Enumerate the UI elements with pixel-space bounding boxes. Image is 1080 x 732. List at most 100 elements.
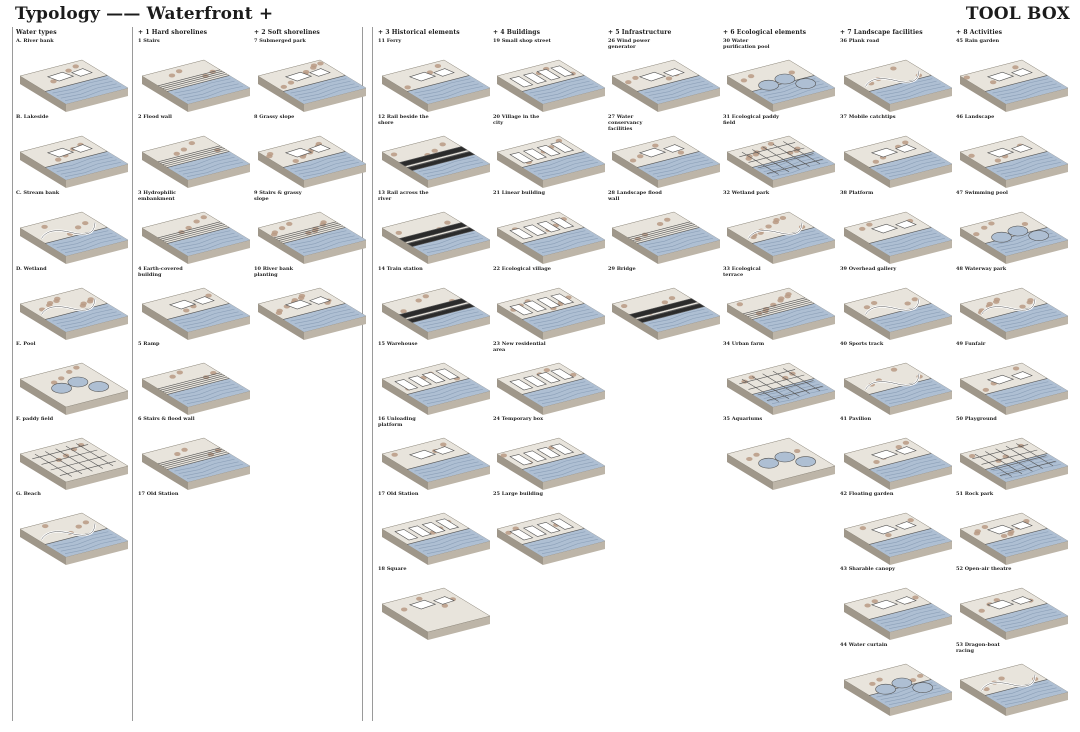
typology-label: 5 Ramp	[138, 341, 160, 347]
divider	[372, 27, 373, 721]
typology-card: 50 Playground	[956, 416, 1074, 496]
stream-bank-icon	[19, 211, 129, 264]
typology-card: 13 Rail across the river	[378, 190, 496, 270]
page-title: Typology —— Waterfront +	[15, 4, 274, 24]
bridge-icon	[611, 287, 721, 340]
typology-label: 7 Submerged park	[254, 38, 306, 44]
tile-graphic	[726, 287, 836, 340]
tile-graphic	[496, 362, 606, 415]
floating-garden-icon	[843, 512, 953, 565]
eco-paddy-icon	[726, 135, 836, 188]
bank-planting-icon	[257, 287, 367, 340]
typology-label: 41 Pavilion	[840, 416, 872, 422]
swimming-pool-icon	[959, 211, 1069, 264]
typology-label: 27 Water conservancy facilities	[608, 114, 643, 132]
typology-card: D. Wetland	[16, 266, 134, 346]
typology-card: 11 Ferry	[378, 38, 496, 118]
stairs-icon	[141, 59, 251, 112]
typology-label: 25 Large building	[493, 491, 543, 497]
typology-label: 30 Water purification pool	[723, 38, 770, 50]
overhead-gallery-icon	[843, 287, 953, 340]
typology-card: 29 Bridge	[608, 266, 726, 346]
ferry-icon	[381, 59, 491, 112]
typology-label: 26 Wind power generator	[608, 38, 650, 50]
tile-graphic	[611, 211, 721, 264]
waterway-park-icon	[959, 287, 1069, 340]
typology-card: E. Pool	[16, 341, 134, 421]
typology-card: B. Lakeside	[16, 114, 134, 194]
tile-graphic	[381, 59, 491, 112]
tile-graphic	[959, 59, 1069, 112]
typology-label: 16 Unloading platform	[378, 416, 416, 428]
large-building-icon	[496, 512, 606, 565]
divider	[12, 27, 13, 721]
typology-card: 31 Ecological paddy field	[723, 114, 841, 194]
old-station-icon	[381, 512, 491, 565]
typology-label: 11 Ferry	[378, 38, 402, 44]
typology-label: 6 Stairs & flood wall	[138, 416, 195, 422]
platform-icon	[381, 437, 491, 490]
typology-label: 47 Swimming pool	[956, 190, 1008, 196]
tile-graphic	[257, 287, 367, 340]
tile-graphic	[257, 59, 367, 112]
stairs-wall-icon	[141, 437, 251, 490]
tile-graphic	[959, 362, 1069, 415]
typology-card: 42 Floating garden	[840, 491, 958, 571]
typology-label: F. paddy field	[16, 416, 54, 422]
typology-label: 34 Urban farm	[723, 341, 765, 347]
village-icon	[496, 135, 606, 188]
tile-graphic	[843, 437, 953, 490]
typology-label: D. Wetland	[16, 266, 47, 272]
typology-card: 46 Landscape	[956, 114, 1074, 194]
typology-card: 43 Sharable canopy	[840, 566, 958, 646]
typology-label: 2 Flood wall	[138, 114, 172, 120]
tile-graphic	[141, 135, 251, 188]
typology-label: 32 Wetland park	[723, 190, 770, 196]
typology-label: 24 Temporary box	[493, 416, 544, 422]
tile-graphic	[611, 59, 721, 112]
tile-graphic	[496, 287, 606, 340]
grassy-slope-icon	[257, 135, 367, 188]
typology-card: 10 River bank planting	[254, 266, 372, 346]
typology-label: G. Beach	[16, 491, 41, 497]
tile-graphic	[381, 437, 491, 490]
typology-label: 10 River bank planting	[254, 266, 294, 278]
typology-card: A. River bank	[16, 38, 134, 118]
column-heading: + 5 Infrastructure	[608, 29, 672, 36]
typology-card: 30 Water purification pool	[723, 38, 841, 118]
tile-graphic	[959, 587, 1069, 640]
typology-label: 21 Linear building	[493, 190, 546, 196]
typology-label: 44 Water curtain	[840, 642, 888, 648]
typology-card: 2 Flood wall	[138, 114, 256, 194]
typology-card: 26 Wind power generator	[608, 38, 726, 118]
divider	[132, 27, 133, 721]
typology-label: 3 Hydrophilic embankment	[138, 190, 177, 202]
typology-card: 52 Open-air theatre	[956, 566, 1074, 646]
tile-graphic	[19, 287, 129, 340]
sports-track-icon	[843, 362, 953, 415]
typology-card: 19 Small shop street	[493, 38, 611, 118]
tile-graphic	[843, 663, 953, 716]
typology-label: 1 Stairs	[138, 38, 160, 44]
typology-card: 49 Funfair	[956, 341, 1074, 421]
column-heading: + 1 Hard shorelines	[138, 29, 208, 36]
warehouse-icon	[381, 362, 491, 415]
typology-label: 40 Sports track	[840, 341, 884, 347]
typology-card: 1 Stairs	[138, 38, 256, 118]
column-heading: + 6 Ecological elements	[723, 29, 807, 36]
tile-graphic	[257, 135, 367, 188]
typology-label: 23 New residential area	[493, 341, 546, 353]
tile-graphic	[843, 59, 953, 112]
tile-graphic	[381, 135, 491, 188]
typology-label: 38 Platform	[840, 190, 874, 196]
typology-label: 45 Rain garden	[956, 38, 1000, 44]
temporary-box-icon	[496, 437, 606, 490]
column-heading: Water types	[16, 29, 57, 36]
typology-card: 20 Village in the city	[493, 114, 611, 194]
tile-graphic	[381, 211, 491, 264]
tile-graphic	[959, 135, 1069, 188]
purification-pool-icon	[726, 59, 836, 112]
embankment-icon	[141, 211, 251, 264]
tile-graphic	[843, 512, 953, 565]
tile-graphic	[141, 59, 251, 112]
